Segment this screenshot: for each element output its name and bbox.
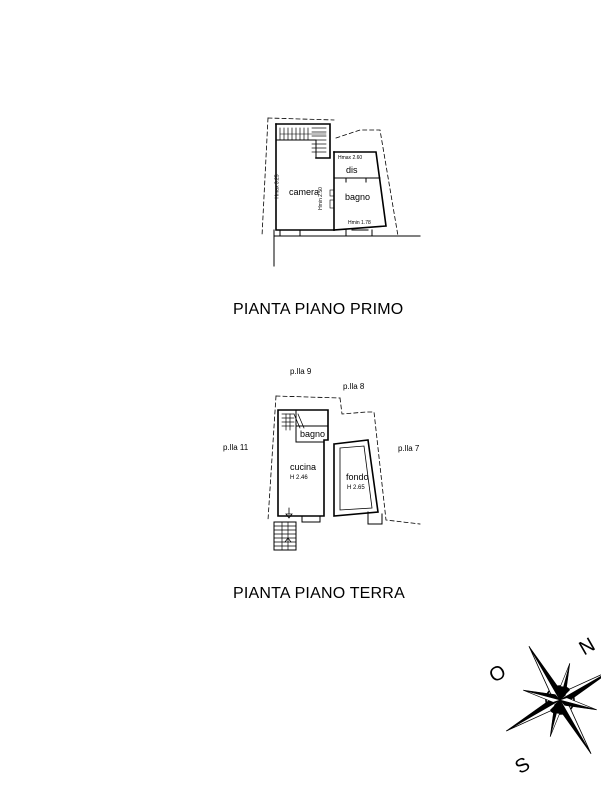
parcel-label-7: p.lla 7 [398,444,420,453]
room-label-cucina: cucina [290,462,317,472]
room-label-camera: camera [289,187,320,197]
compass-rose [506,646,601,754]
height-annotation-partition: Hmin 2.50 [317,187,324,210]
room-label-dis: dis [346,165,358,175]
room-label-bagno-first: bagno [345,192,371,202]
first-floor-plan [261,117,421,267]
height-label-cucina: H 2.46 [290,475,308,481]
ground-floor-stairs [281,413,305,431]
parcel-label-11: p.lla 11 [223,443,249,452]
first-floor-stairs [279,127,327,153]
room-label-bagno-ground: bagno [300,429,326,439]
height-label-fondo: H 2.65 [347,485,365,491]
parcel-label-9: p.lla 9 [290,367,312,376]
height-annotation-camera: Hmax 3.25 [274,174,281,199]
height-annotation-dis: Hmax 2.60 [338,155,363,161]
room-label-fondo: fondo [346,472,369,482]
ground-floor-plan [267,395,421,551]
parcel-label-8: p.lla 8 [343,382,365,391]
ground-floor-title: PIANTA PIANO TERRA [233,585,405,602]
first-floor-title: PIANTA PIANO PRIMO [233,301,404,318]
height-annotation-bagno-min: Hmin 1.78 [348,220,371,226]
